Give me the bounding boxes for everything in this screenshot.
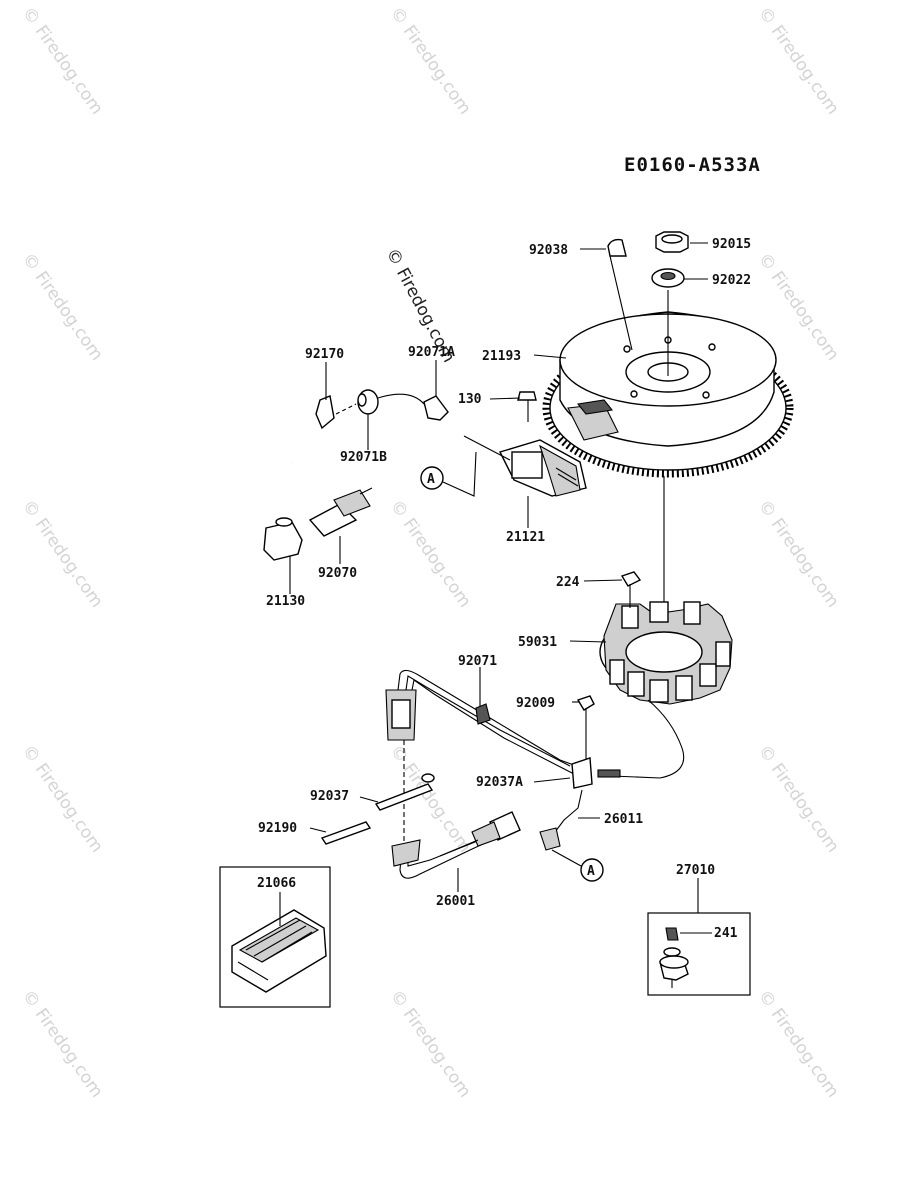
- sleeve-92190: [320, 821, 372, 845]
- watermark: © Firedog.com: [386, 496, 475, 611]
- label-224: 224: [556, 575, 580, 590]
- connector-mark-a-lower: A: [551, 849, 604, 882]
- watermark: © Firedog.com: [18, 3, 107, 118]
- cap-92071A: [423, 395, 449, 421]
- watermark: © Firedog.com: [754, 496, 843, 611]
- label-92070: 92070: [318, 566, 357, 581]
- label-92015: 92015: [712, 237, 751, 252]
- switch-box-27010: [647, 912, 751, 996]
- label-92009: 92009: [516, 696, 555, 711]
- plug-cap-21130: [263, 460, 303, 561]
- bracket-92037A: [571, 757, 593, 789]
- part-labels: 92038 92015 92022 21193 92170 92071A 130…: [257, 237, 751, 941]
- label-92037A: 92037A: [476, 775, 523, 790]
- label-92071A: 92071A: [408, 345, 455, 360]
- label-26011: 26011: [604, 812, 643, 827]
- lead-26011: [539, 789, 583, 851]
- watermark: © Firedog.com: [754, 3, 843, 118]
- stator-59031: [599, 601, 733, 705]
- connector-a-label: A: [587, 864, 595, 879]
- bolt-92009: [576, 695, 595, 760]
- label-241: 241: [714, 926, 738, 941]
- watermark: © Firedog.com: [18, 496, 107, 611]
- clip-92170: [315, 395, 335, 430]
- label-92071B: 92071B: [340, 450, 387, 465]
- spark-plug-92070: [308, 487, 373, 537]
- label-92071: 92071: [458, 654, 497, 669]
- label-27010: 27010: [676, 863, 715, 878]
- sleeve-92037: [374, 783, 434, 811]
- bolt-130: [517, 391, 537, 422]
- label-21121: 21121: [506, 530, 545, 545]
- wire-harness: [385, 669, 583, 879]
- ignition-coil-21121: [463, 435, 587, 497]
- watermark: © Firedog.com: [18, 249, 107, 364]
- lead-26001: [439, 811, 521, 857]
- label-92022: 92022: [712, 273, 751, 288]
- connector-a-label: A: [427, 472, 435, 487]
- label-21130: 21130: [266, 594, 305, 609]
- label-92038: 92038: [529, 243, 568, 258]
- diagram-code: E0160-A533A: [624, 154, 761, 176]
- wire-terminal: [597, 769, 621, 778]
- label-92037: 92037: [310, 789, 349, 804]
- watermark: © Firedog.com: [18, 741, 107, 856]
- key-92038: [607, 238, 627, 257]
- bolt-224: [620, 571, 642, 608]
- flywheel-21193: [542, 311, 794, 478]
- label-59031: 59031: [518, 635, 557, 650]
- label-92170: 92170: [305, 347, 344, 362]
- label-130: 130: [458, 392, 482, 407]
- label-21193: 21193: [482, 349, 521, 364]
- label-26001: 26001: [436, 894, 475, 909]
- label-21066: 21066: [257, 876, 296, 891]
- nut-92015: [655, 231, 689, 253]
- watermark: © Firedog.com: [754, 986, 843, 1101]
- leader-lines: [279, 242, 712, 934]
- label-92190: 92190: [258, 821, 297, 836]
- regulator-box-21066: [219, 866, 331, 1008]
- watermark: © Firedog.com: [386, 986, 475, 1101]
- clamp-92071: [475, 703, 491, 725]
- watermark: © Firedog.com: [18, 986, 107, 1101]
- washer-92022: [651, 268, 685, 288]
- cap-92071B: [357, 389, 379, 415]
- connector-mark-a-upper: A: [420, 451, 477, 497]
- watermark: © Firedog.com: [754, 741, 843, 856]
- watermark: © Firedog.com: [386, 3, 475, 118]
